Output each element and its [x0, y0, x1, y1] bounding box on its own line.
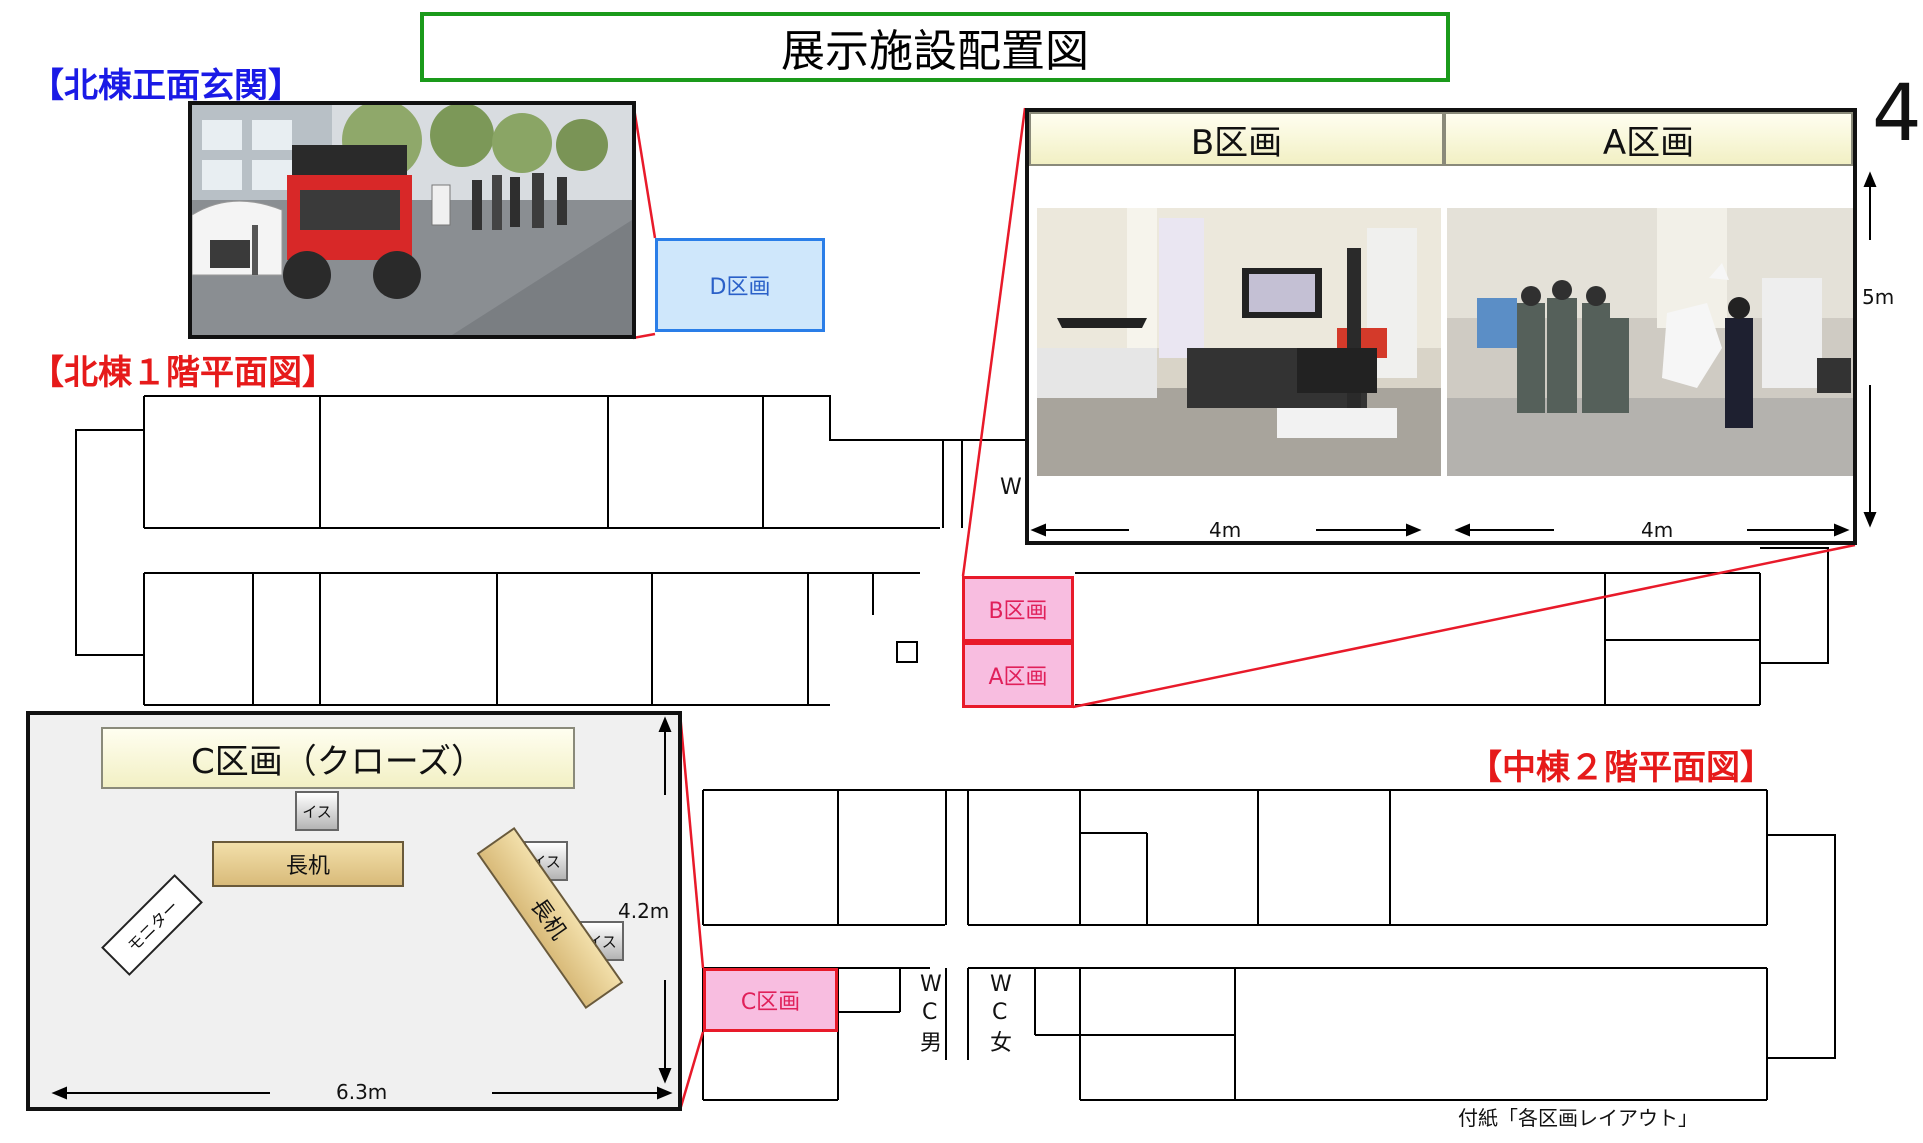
- north-entrance-photo: [188, 101, 636, 339]
- middle-floor2-heading: 【中棟２階平面図】: [1468, 748, 1774, 788]
- page-number: 4: [1872, 69, 1922, 159]
- zone-c-detail-panel: C区画（クローズ） イス 長机 イス イス 長机 モニター 4.2m 6.3m: [26, 711, 682, 1111]
- zone-c-width-label: 6.3m: [336, 1080, 388, 1104]
- wc-male-label: 男: [920, 1031, 943, 1056]
- page-title: 展示施設配置図: [420, 12, 1450, 82]
- zone-b-width-label: 4m: [1209, 518, 1242, 542]
- zone-a-photo: [1447, 208, 1853, 476]
- zone-d: D区画: [655, 238, 825, 332]
- zone-c-dimension-arrows: [51, 716, 673, 1100]
- zone-a-width-label: 4m: [1641, 518, 1674, 542]
- zone-b-photo: [1037, 208, 1441, 476]
- zone-a-header: A区画: [1444, 112, 1853, 166]
- desk-horizontal: 長机: [212, 841, 404, 887]
- wc-female-label: 女: [990, 1031, 1013, 1056]
- zone-ab-height-arrow: [1863, 171, 1877, 528]
- north-entrance-heading: 【北棟正面玄関】: [30, 66, 302, 106]
- zone-ab-detail-panel: B区画 A区画: [1025, 108, 1857, 545]
- wc-female-w: W: [990, 972, 1012, 997]
- zone-c-header: C区画（クローズ）: [101, 727, 575, 789]
- zone-ab-height-label: 5m: [1862, 285, 1895, 309]
- wc-male-w: W: [920, 972, 942, 997]
- footer-note: 付紙「各区画レイアウト」: [1458, 1106, 1698, 1130]
- zone-b-header: B区画: [1029, 112, 1444, 166]
- wc-male-c: C: [922, 1000, 938, 1025]
- wc-label-north: W: [1000, 475, 1022, 500]
- zone-c-height-label: 4.2m: [618, 899, 670, 923]
- zone-b: B区画: [962, 576, 1074, 642]
- zone-a: A区画: [962, 642, 1074, 708]
- zone-c: C区画: [703, 968, 838, 1032]
- north-floor1-heading: 【北棟１階平面図】: [30, 353, 336, 393]
- chair-top: イス: [295, 791, 339, 831]
- wc-female-c: C: [992, 1000, 1008, 1025]
- zone-ab-dimension-arrows: [1030, 523, 1850, 537]
